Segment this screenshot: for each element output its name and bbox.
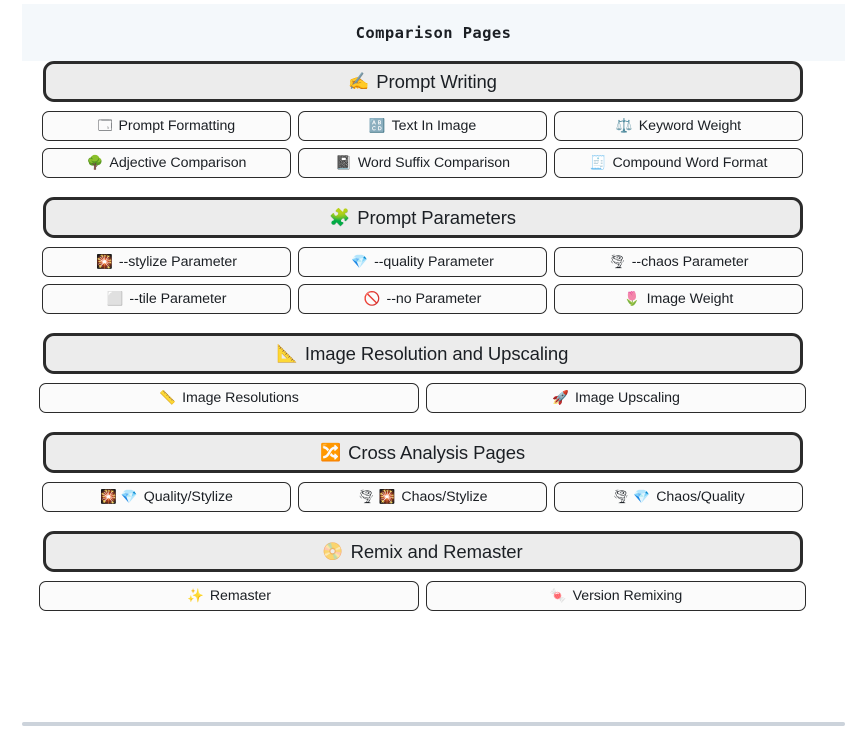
link-button[interactable]: ⚖️ Keyword Weight [554, 111, 803, 141]
gem-icon: 💎 [120, 489, 138, 505]
link-button-label: Compound Word Format [612, 155, 768, 171]
section-image-resolution-and-upscaling: 📐 Image Resolution and Upscaling 📏 Image Re… [0, 333, 845, 413]
link-button[interactable]: 💎 --quality Parameter [298, 247, 547, 277]
link-button-label: Chaos/Quality [656, 489, 745, 505]
link-button[interactable]: 🧾 Compound Word Format [554, 148, 803, 178]
link-row: 🌳 Adjective Comparison 📓 Word Suffix Compar… [0, 148, 845, 178]
link-button[interactable]: 🚫 --no Parameter [298, 284, 547, 314]
prohibited-icon: 🚫 [363, 291, 381, 307]
section-header-label: Image Resolution and Upscaling [304, 342, 569, 364]
link-button[interactable]: 🎇💎 Quality/Stylize [42, 482, 291, 512]
link-row: ⬜ --tile Parameter 🚫 --no Parameter 🌷 Image W… [0, 284, 845, 314]
link-button-label: Remaster [209, 588, 271, 604]
writing-hand-icon: ✍️ [348, 72, 370, 91]
tulip-icon: 🌷 [623, 291, 641, 307]
link-button[interactable]: 📏 Image Resolutions [39, 383, 419, 413]
link-button[interactable]: 🔠 Text In Image [298, 111, 547, 141]
page-title: Comparison Pages [355, 23, 512, 42]
link-button[interactable]: ✨ Remaster [39, 581, 419, 611]
link-button[interactable]: 🌪🎇 Chaos/Stylize [298, 482, 547, 512]
link-button-label: --chaos Parameter [631, 254, 749, 270]
link-button-label: Text In Image [391, 118, 477, 134]
link-button[interactable]: 🍬 Version Remixing [426, 581, 806, 611]
section-links-remix-and-remaster: ✨ Remaster 🍬 Version Remixing [0, 581, 845, 611]
link-button-label: Image Upscaling [574, 390, 680, 406]
link-button-label: --no Parameter [386, 291, 482, 307]
optical-disk-icon: 📀 [322, 542, 344, 561]
section-links-image-resolution-and-upscaling: 📏 Image Resolutions 🚀 Image Upscaling [0, 383, 845, 413]
gem-icon: 💎 [633, 489, 651, 505]
section-links-cross-analysis-pages: 🎇💎Quality/Stylize🌪🎇Chaos/Stylize🌪💎Chaos/… [0, 482, 845, 512]
link-button-label: Version Remixing [572, 588, 683, 604]
section-header-cross-analysis-pages[interactable]: 🔀 Cross Analysis Pages [42, 432, 803, 473]
balance-scale-icon: ⚖️ [615, 118, 633, 134]
section-header-prompt-writing[interactable]: ✍️ Prompt Writing [42, 61, 803, 102]
shuffle-icon: 🔀 [319, 443, 342, 462]
tree-icon: 🌳 [86, 155, 104, 171]
section-header-label: Cross Analysis Pages [348, 441, 526, 463]
window-icon: 🗔 [97, 118, 113, 134]
link-button-label: Image Resolutions [182, 390, 299, 406]
page-banner: Comparison Pages [22, 4, 845, 61]
section-header-prompt-parameters[interactable]: 🧩 Prompt Parameters [42, 197, 803, 238]
comparison-pages-content: ✍️ Prompt Writing 🗔 Prompt Formatting 🔠 Text … [0, 61, 845, 611]
section-header-label: Prompt Writing [376, 70, 497, 92]
input-latin-uppercase-icon: 🔠 [368, 118, 386, 134]
link-row: 🗔 Prompt Formatting 🔠 Text In Image ⚖️ Keywor… [0, 111, 845, 141]
puzzle-piece-icon: 🧩 [329, 208, 351, 227]
link-button[interactable]: 🗔 Prompt Formatting [42, 111, 291, 141]
firework-sparkler-icon: 🎇 [96, 254, 113, 270]
link-button-label: Keyword Weight [638, 118, 742, 134]
link-button-label: Word Suffix Comparison [357, 155, 510, 171]
bottom-divider [22, 722, 845, 726]
receipt-icon: 🧾 [589, 155, 607, 171]
link-button-label: --stylize Parameter [118, 254, 237, 270]
white-square-icon: ⬜ [106, 291, 124, 307]
triangular-ruler-icon: 📐 [276, 344, 298, 363]
link-button-label: Image Weight [646, 291, 734, 307]
notebook-icon: 📓 [335, 155, 352, 171]
section-header-label: Remix and Remaster [350, 540, 523, 562]
tornado-icon: 🌪 [608, 254, 626, 270]
link-row: 🎇💎Quality/Stylize🌪🎇Chaos/Stylize🌪💎Chaos/… [0, 482, 845, 512]
link-button[interactable]: 🎇 --stylize Parameter [42, 247, 291, 277]
link-row: ✨ Remaster 🍬 Version Remixing [0, 581, 845, 611]
section-links-prompt-writing: 🗔 Prompt Formatting 🔠 Text In Image ⚖️ Keywor… [0, 111, 845, 178]
link-row: 🎇 --stylize Parameter 💎 --quality Parameter… [0, 247, 845, 277]
link-button-label: --quality Parameter [374, 254, 494, 270]
sparkles-icon: ✨ [187, 588, 204, 604]
link-button[interactable]: 🌷 Image Weight [554, 284, 803, 314]
link-button-label: Chaos/Stylize [401, 489, 488, 505]
section-remix-and-remaster: 📀 Remix and Remaster ✨ Remaster 🍬 Version Rem… [0, 531, 845, 611]
rocket-icon: 🚀 [552, 390, 569, 406]
section-cross-analysis-pages: 🔀Cross Analysis Pages🎇💎Quality/Stylize🌪🎇… [0, 432, 845, 512]
tornado-icon: 🌪 [612, 489, 630, 505]
section-prompt-writing: ✍️ Prompt Writing 🗔 Prompt Formatting 🔠 Text … [0, 61, 845, 178]
link-button[interactable]: 🌪 --chaos Parameter [554, 247, 803, 277]
link-button-label: Prompt Formatting [118, 118, 236, 134]
candy-icon: 🍬 [549, 588, 567, 604]
link-row: 📏 Image Resolutions 🚀 Image Upscaling [0, 383, 845, 413]
gem-icon: 💎 [351, 254, 369, 270]
section-header-label: Prompt Parameters [357, 206, 516, 228]
firework-sparkler-icon: 🎇 [100, 489, 117, 505]
section-prompt-parameters: 🧩Prompt Parameters🎇--stylize Parameter💎-… [0, 197, 845, 314]
link-button[interactable]: 🌳 Adjective Comparison [42, 148, 291, 178]
link-button-label: Adjective Comparison [109, 155, 247, 171]
straight-ruler-icon: 📏 [159, 390, 177, 406]
link-button[interactable]: 📓 Word Suffix Comparison [298, 148, 547, 178]
section-header-image-resolution-and-upscaling[interactable]: 📐 Image Resolution and Upscaling [42, 333, 803, 374]
tornado-icon: 🌪 [357, 489, 375, 505]
section-header-remix-and-remaster[interactable]: 📀 Remix and Remaster [42, 531, 803, 572]
link-button[interactable]: ⬜ --tile Parameter [42, 284, 291, 314]
section-links-prompt-parameters: 🎇 --stylize Parameter 💎 --quality Parameter… [0, 247, 845, 314]
link-button-label: --tile Parameter [129, 291, 227, 307]
link-button-label: Quality/Stylize [143, 489, 233, 505]
firework-sparkler-icon: 🎇 [378, 489, 396, 505]
link-button[interactable]: 🚀 Image Upscaling [426, 383, 806, 413]
link-button[interactable]: 🌪💎 Chaos/Quality [554, 482, 803, 512]
